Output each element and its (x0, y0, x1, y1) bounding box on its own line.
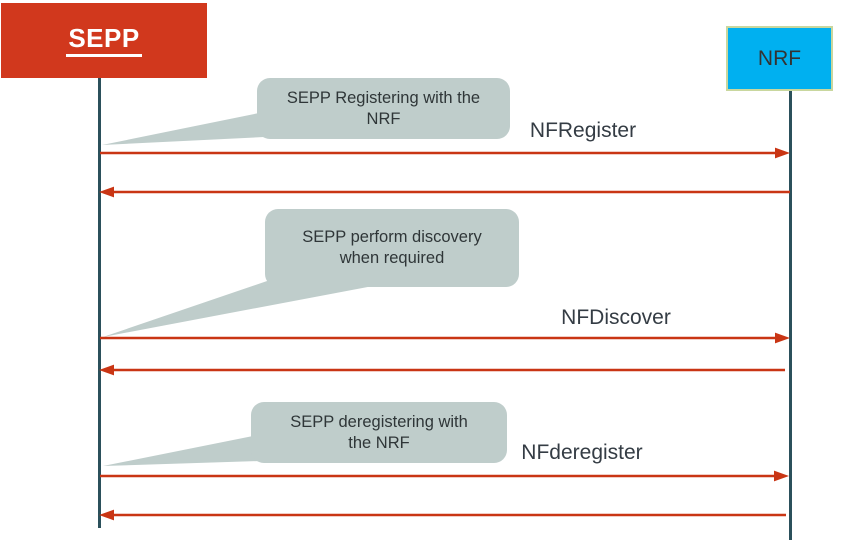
message-label-nfregister: NFRegister (529, 119, 637, 142)
note-discover: SEPP perform discovery when required (265, 209, 519, 287)
note-deregister: SEPP deregistering with the NRF (251, 402, 507, 463)
note-register-tail (102, 113, 264, 145)
arrow-nfderegister-response (99, 509, 786, 521)
actor-nrf: NRF (726, 26, 833, 91)
message-label-nfderegister: NFderegister (521, 441, 643, 464)
arrow-nfdiscover (100, 332, 790, 344)
note-deregister-tail (103, 436, 260, 466)
arrow-nfregister-response (99, 186, 790, 198)
actor-sepp-label: SEPP (66, 24, 142, 57)
actor-sepp: SEPP (1, 3, 207, 78)
arrow-nfdiscover-response (99, 364, 785, 376)
arrow-nfregister (100, 147, 790, 159)
arrow-nfderegister (100, 470, 789, 482)
note-register: SEPP Registering with the NRF (257, 78, 510, 139)
message-label-nfdiscover: NFDiscover (561, 306, 671, 329)
actor-nrf-label: NRF (757, 46, 802, 70)
note-discover-tail (103, 280, 373, 337)
